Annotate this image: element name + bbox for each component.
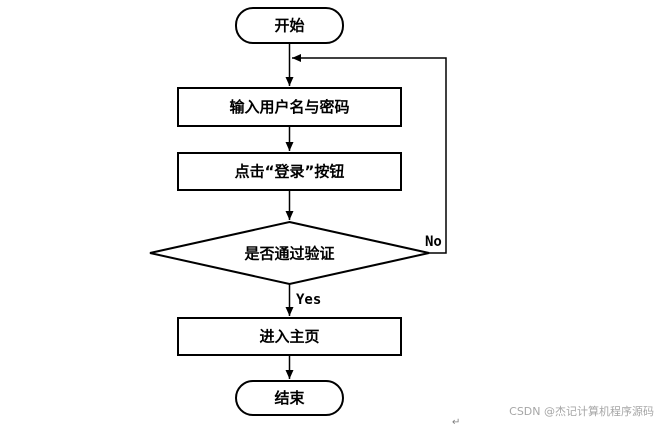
branch-yes-label: Yes <box>296 292 321 308</box>
branch-no-label: No <box>425 234 442 250</box>
decision-label: 是否通过验证 <box>243 245 334 263</box>
input-credentials-box <box>177 87 402 127</box>
click-login-label: 点击“登录”按钮 <box>235 163 345 181</box>
end-terminator <box>235 380 344 416</box>
arrow-no-loop <box>292 54 447 254</box>
enter-home-label: 进入主页 <box>259 328 319 346</box>
paragraph-mark: ↵ <box>452 417 460 427</box>
end-label: 结束 <box>274 389 305 407</box>
csdn-watermark: CSDN @杰记计算机程序源码 <box>509 404 654 418</box>
input-credentials-label: 输入用户名与密码 <box>229 98 349 116</box>
enter-home-box <box>177 317 402 356</box>
start-label: 开始 <box>274 17 304 35</box>
